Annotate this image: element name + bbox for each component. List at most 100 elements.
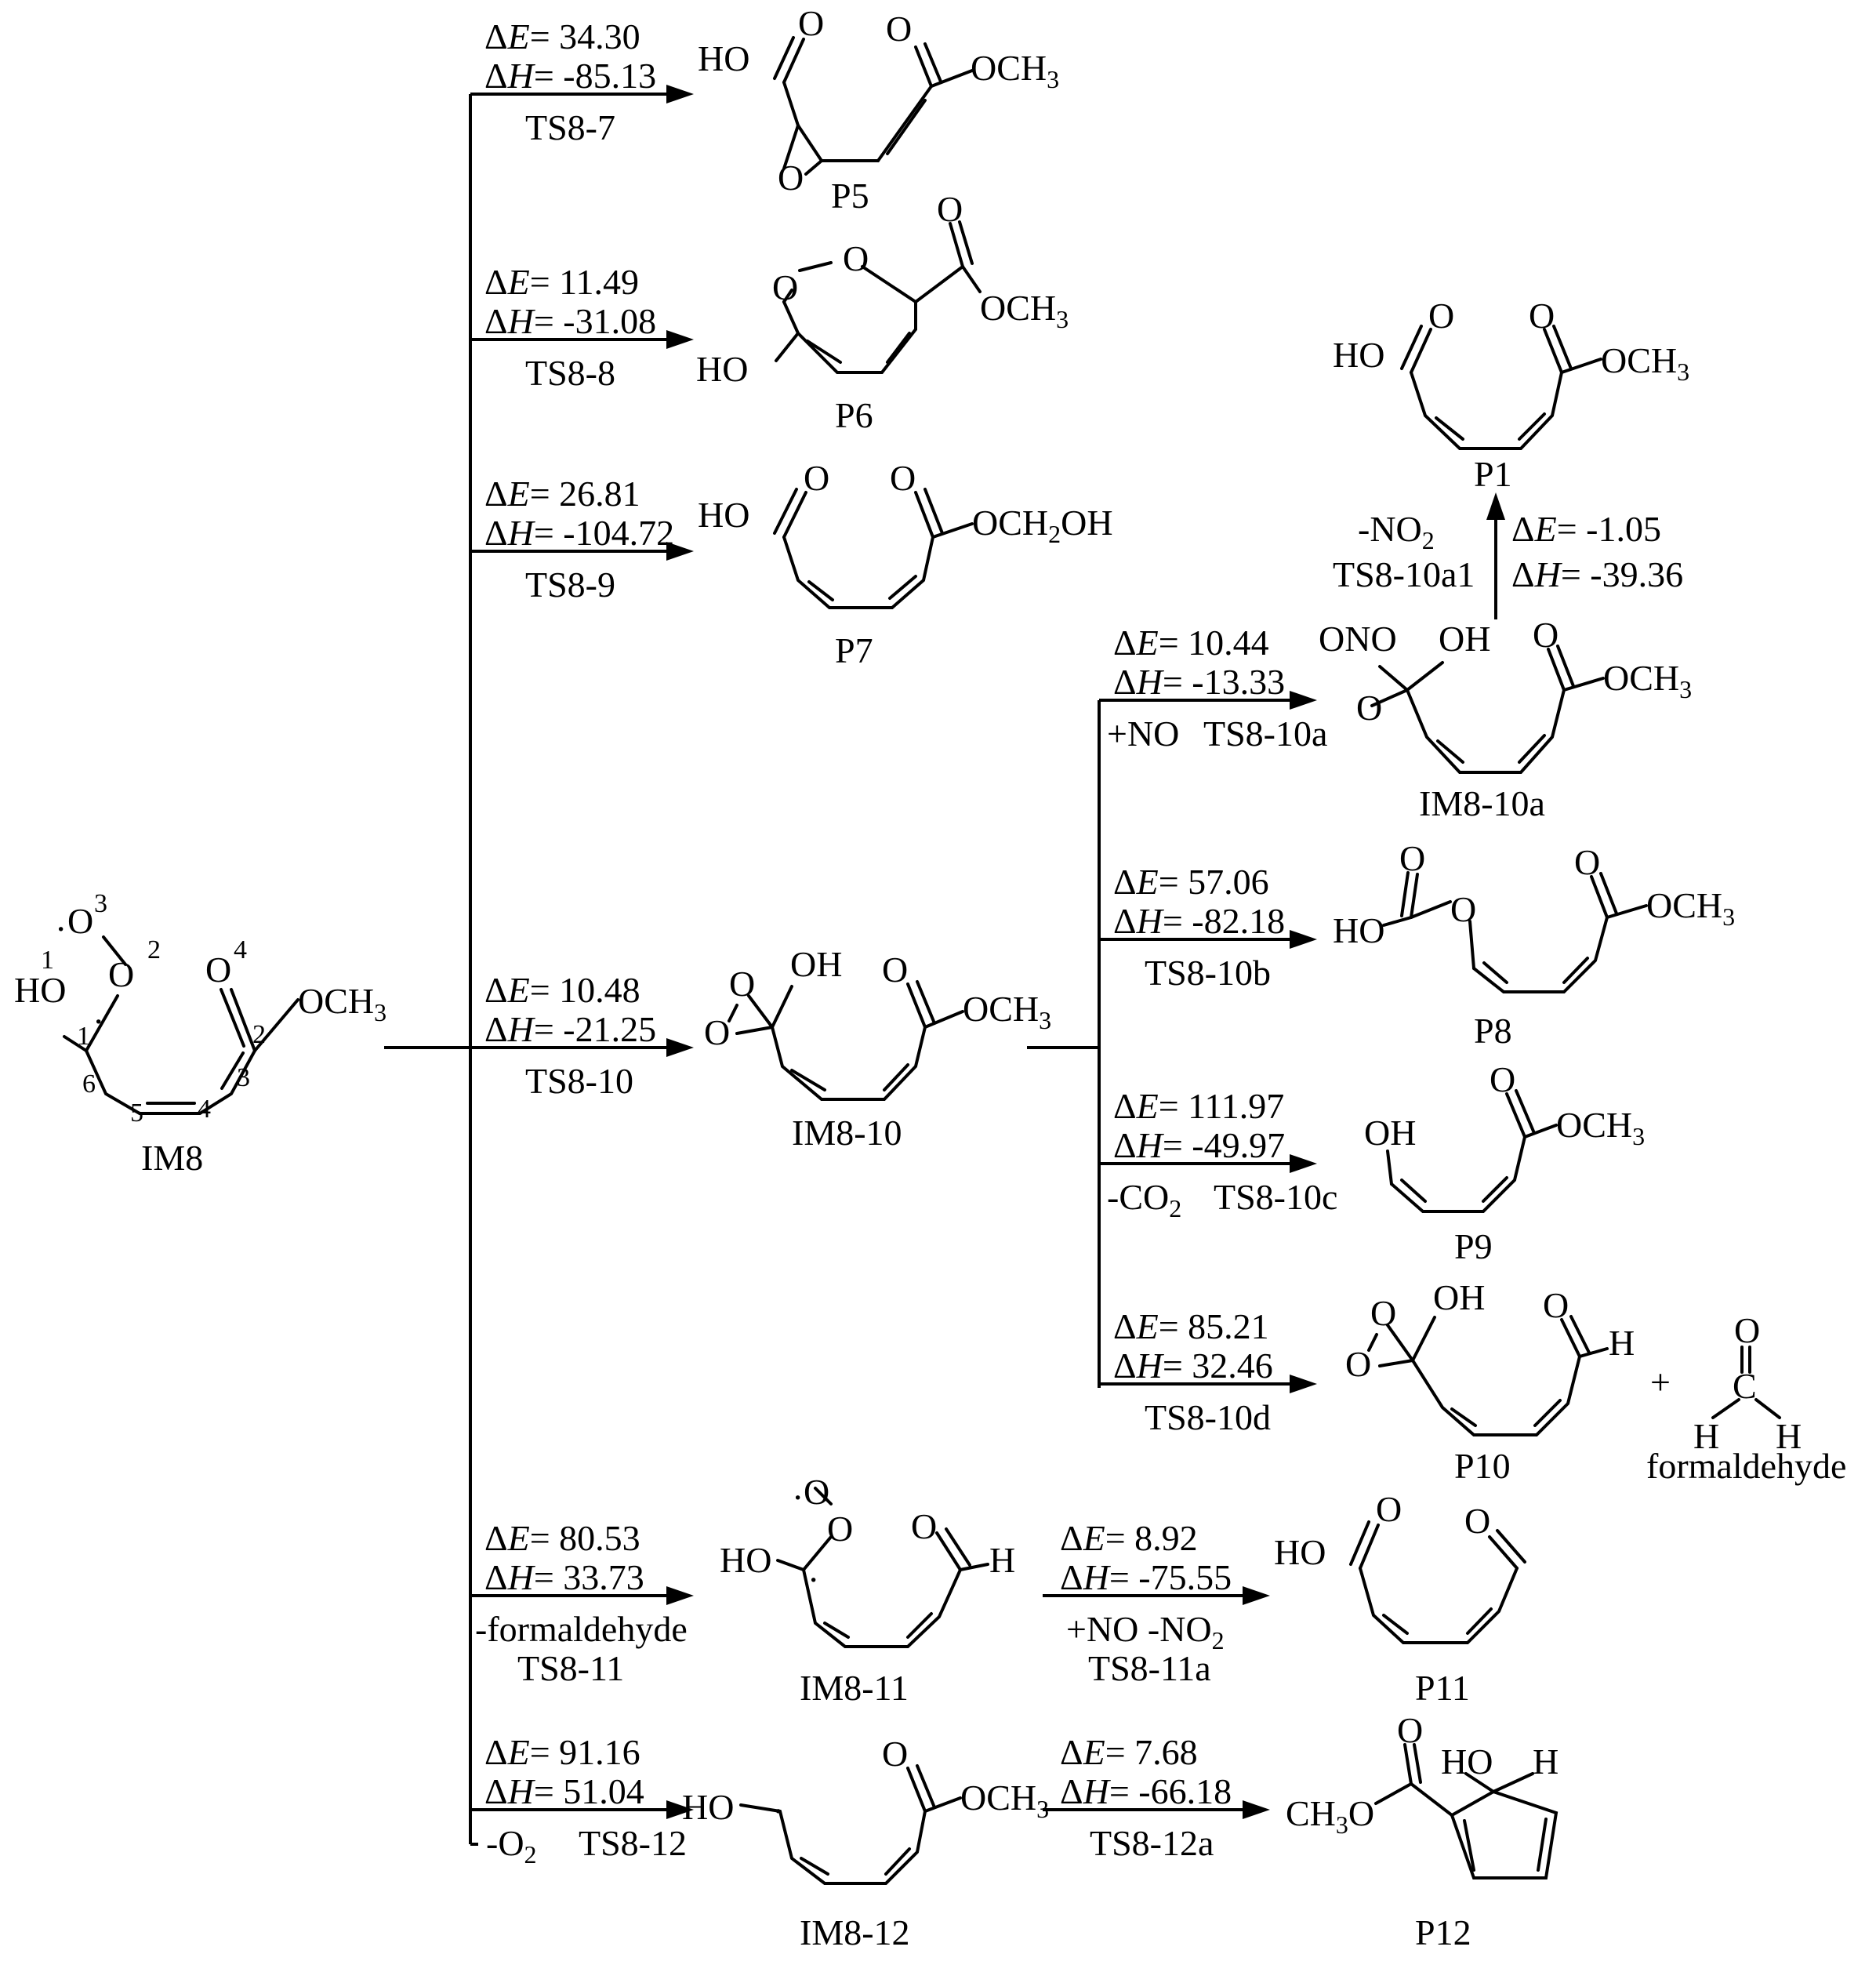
im8-bond-o2 — [85, 994, 119, 1052]
delta-e-ts8-7: ΔE= 34.30 — [484, 16, 640, 56]
p12-double-1 — [1463, 1819, 1475, 1872]
p5-epoxide-o-label: O — [778, 158, 804, 198]
p6-oh-bond — [775, 332, 800, 362]
p7-ester-o-label: O — [890, 458, 916, 498]
im8-o2-label: O — [108, 954, 134, 994]
im8-10-ester-bond — [923, 1010, 964, 1029]
im8-atom-4c-label: 4 — [198, 1095, 211, 1124]
p10-oo-2 — [1378, 1359, 1414, 1367]
p6-double-2 — [886, 332, 911, 364]
structure-formaldehyde: + O C H H formaldehyde — [1646, 1310, 1846, 1486]
p10-cho-o-label: O — [1543, 1285, 1569, 1325]
im8-11-backbone — [802, 1568, 962, 1648]
p1-ho-label: HO — [1333, 335, 1384, 375]
im8-12-double-2 — [884, 1847, 911, 1876]
p5-carbonyl-1 — [782, 38, 805, 84]
im8-11-name: IM8-11 — [800, 1668, 909, 1708]
structure-p10: O O OH O H P10 — [1345, 1277, 1635, 1486]
im8-11-cho-2 — [945, 1527, 971, 1567]
formaldehyde-h2-label: H — [1776, 1416, 1802, 1456]
arrow-ts8-10d — [1099, 1375, 1317, 1393]
structure-im8-11: · O O HO · O H IM8-11 — [720, 1472, 1015, 1708]
p8-backbone — [1472, 916, 1609, 993]
p9-oh-bond — [1386, 1149, 1393, 1186]
formaldehyde-o-label: O — [1734, 1310, 1760, 1350]
delta-e-ts8-11: ΔE= 80.53 — [484, 1518, 640, 1558]
im8-12-ester-bond — [923, 1796, 962, 1813]
im8-12-ester-o-label: O — [882, 1734, 908, 1774]
p11-carbonyl-2 — [1349, 1520, 1370, 1566]
im8-10-ester-co — [906, 982, 927, 1029]
p10-oo-1 — [1386, 1324, 1414, 1362]
p10-cho-1 — [1560, 1318, 1581, 1358]
p12-carbonyl-1 — [1403, 1743, 1413, 1785]
im8-10a-oh-bond — [1406, 661, 1444, 692]
p6-name: P6 — [835, 395, 873, 435]
delta-e-ts8-12a: ΔE= 7.68 — [1060, 1732, 1198, 1772]
p11-cho-2 — [1496, 1529, 1526, 1564]
p6-ho-label: HO — [696, 349, 748, 389]
p10-double-2 — [1533, 1399, 1562, 1427]
p1-ester-o-label: O — [1529, 296, 1555, 336]
im8-11-cho-1 — [935, 1531, 962, 1571]
delta-h-ts8-10a: ΔH= -13.33 — [1113, 662, 1285, 702]
im8-backbone — [85, 1049, 256, 1115]
im8-10-oo-2 — [735, 1026, 774, 1035]
p10-oo-3 — [1367, 1333, 1378, 1352]
p5-ho-label: HO — [698, 38, 749, 78]
im8-atom-5-label: 5 — [130, 1099, 143, 1128]
extra-ts8-11: -formaldehyde — [475, 1609, 688, 1649]
p1-ester-co — [1543, 328, 1563, 374]
delta-e-ts8-10c: ΔE= 111.97 — [1113, 1086, 1284, 1126]
p10-cho-h — [1578, 1347, 1609, 1358]
delta-e-ts8-9: ΔE= 26.81 — [484, 474, 640, 514]
delta-h-ts8-10d: ΔH= 32.46 — [1113, 1346, 1273, 1386]
delta-h-ts8-12: ΔH= 51.04 — [484, 1771, 644, 1811]
arrow-ts8-11a — [1043, 1586, 1270, 1605]
p6-double-1 — [806, 340, 842, 364]
formaldehyde-h1-label: H — [1693, 1416, 1719, 1456]
p8-carbonyl-1 — [1410, 873, 1419, 919]
im8-o4-label: O — [205, 950, 231, 990]
p11-cho-1 — [1488, 1535, 1519, 1570]
formaldehyde-name: formaldehyde — [1646, 1446, 1846, 1486]
im8-atom-6-label: 6 — [82, 1070, 96, 1099]
p12-o-label: O — [1397, 1710, 1423, 1750]
p7-och2oh-label: OCH2OH — [972, 503, 1113, 548]
im8-11-c-radical-dot: · — [807, 1560, 819, 1600]
im8-11-oo-bond-2 — [814, 1487, 833, 1505]
p12-ring — [1450, 1789, 1558, 1879]
p7-ester-co — [914, 491, 934, 539]
p6-ring-bottom — [782, 300, 917, 374]
p7-backbone — [782, 536, 934, 609]
p10-cho-2 — [1569, 1315, 1591, 1354]
p10-oh-label: OH — [1433, 1277, 1485, 1317]
p10-oh-bond — [1411, 1316, 1436, 1362]
p12-ester-bond — [1410, 1782, 1453, 1817]
im8-12-ester-co-2 — [916, 1764, 936, 1809]
ts-ts8-10: TS8-10 — [525, 1061, 633, 1101]
p5-ester-o-label: O — [886, 9, 912, 49]
p11-carbonyl-1 — [1359, 1524, 1380, 1570]
im8-o3-label: O — [67, 901, 93, 941]
p5-ester-bond — [930, 69, 974, 88]
im8-10-o2-label: O — [704, 1012, 730, 1052]
structure-p6: O O O OCH3 HO P6 — [696, 189, 1069, 435]
im8-12-ho-label: HO — [682, 1787, 734, 1827]
im8-10-ester-co-2 — [916, 980, 936, 1025]
p8-ho-bond — [1382, 916, 1413, 927]
p5-ester-co-2 — [923, 42, 942, 83]
p6-och3-label: OCH3 — [980, 288, 1069, 333]
p10-cho-h-label: H — [1609, 1323, 1635, 1363]
p1-backbone — [1410, 371, 1563, 450]
im8-atom-3o-label: 3 — [94, 889, 107, 918]
im8-10-o1-label: O — [729, 964, 755, 1004]
im8-atom-2-label: 2 — [252, 1020, 266, 1049]
arrow-ts8-8 — [470, 330, 694, 349]
ts-ts8-11a: TS8-11a — [1088, 1648, 1211, 1688]
delta-h-ts8-9: ΔH= -104.72 — [484, 513, 674, 553]
delta-e-ts8-10a1: ΔE= -1.05 — [1511, 509, 1661, 549]
ts-ts8-9: TS8-9 — [525, 565, 615, 605]
arrow-ts8-7 — [470, 85, 694, 104]
ts-ts8-7: TS8-7 — [525, 107, 615, 147]
